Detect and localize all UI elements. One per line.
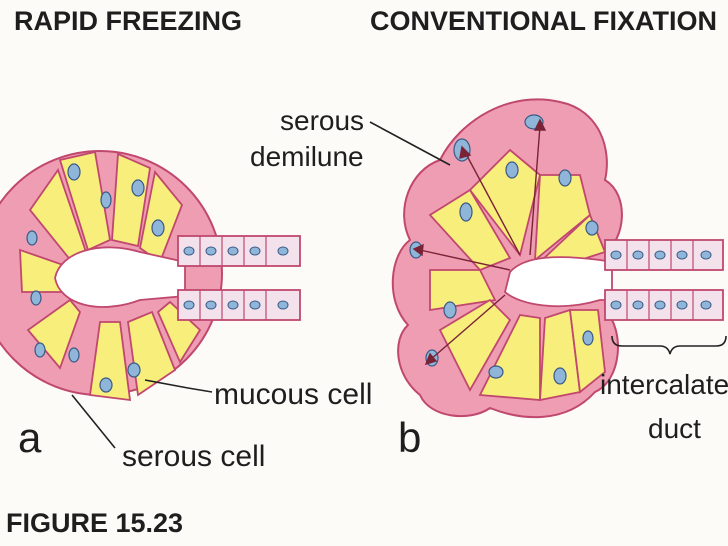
label-serous-line1: serous xyxy=(280,105,364,136)
duct-a xyxy=(177,235,301,321)
title-rapid-freezing: RAPID FREEZING xyxy=(14,6,242,36)
lumen-a xyxy=(54,246,186,308)
brace-intercalated-duct xyxy=(611,335,727,355)
leader-mucous-cell xyxy=(144,379,213,393)
label-mucous-cell: mucous cell xyxy=(214,378,372,411)
panel-a-acinus xyxy=(0,150,301,402)
nuclei-a xyxy=(26,163,165,393)
label-serous-cell: serous cell xyxy=(122,440,265,473)
lumen-b xyxy=(503,256,613,308)
label-intercalate-line1: intercalate xyxy=(600,369,728,400)
secretion-arrows xyxy=(412,118,547,366)
panel-letter-a: a xyxy=(18,414,42,461)
panel-letter-b: b xyxy=(398,414,421,461)
label-duct-line2: duct xyxy=(648,413,701,444)
leader-serous-demilune xyxy=(369,121,451,166)
figure-caption: FIGURE 15.23 xyxy=(6,508,183,538)
title-conventional-fixation: CONVENTIONAL FIXATION xyxy=(370,6,717,36)
label-demilune-line2: demilune xyxy=(250,141,364,172)
panel-b-acinus xyxy=(391,98,724,419)
duct-b xyxy=(604,239,724,321)
leader-serous-cell xyxy=(71,394,116,449)
